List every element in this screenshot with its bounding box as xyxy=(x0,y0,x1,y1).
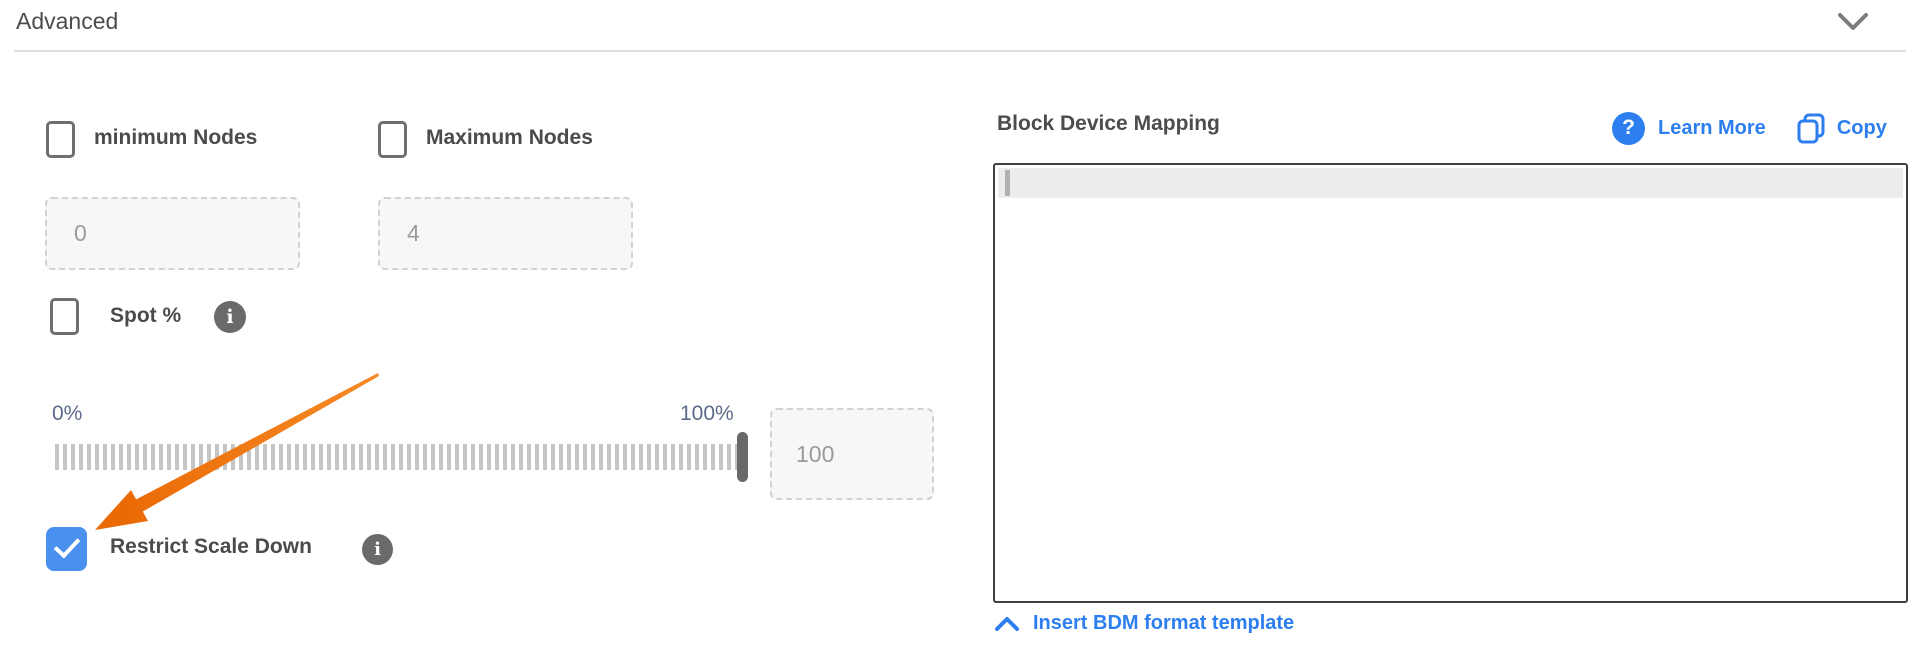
slider-min-label: 0% xyxy=(52,402,83,425)
insert-bdm-template-label: Insert BDM format template xyxy=(1033,612,1295,634)
chevron-up-icon xyxy=(995,616,1019,631)
editor-active-line xyxy=(998,168,1903,198)
spot-percent-label: Spot % xyxy=(110,304,182,327)
spot-percent-value-input[interactable] xyxy=(770,408,934,500)
bdm-editor[interactable] xyxy=(993,163,1908,603)
spot-percent-checkbox[interactable] xyxy=(50,298,79,335)
spot-percent-slider-handle[interactable] xyxy=(737,432,748,482)
slider-max-label: 100% xyxy=(680,402,734,425)
learn-more-link[interactable]: ? Learn More xyxy=(1612,111,1766,145)
minimum-nodes-checkbox[interactable] xyxy=(46,121,75,158)
spot-percent-slider-track[interactable] xyxy=(55,444,751,470)
maximum-nodes-label: Maximum Nodes xyxy=(426,126,593,149)
learn-more-label: Learn More xyxy=(1658,116,1766,139)
chevron-down-icon[interactable] xyxy=(1838,12,1868,32)
restrict-scale-down-label: Restrict Scale Down xyxy=(110,535,312,558)
copy-label: Copy xyxy=(1836,116,1887,139)
maximum-nodes-input[interactable] xyxy=(378,197,633,270)
question-icon: ? xyxy=(1612,111,1645,145)
section-title: Advanced xyxy=(16,8,119,34)
section-divider xyxy=(14,50,1906,52)
minimum-nodes-input[interactable] xyxy=(45,197,300,270)
minimum-nodes-label: minimum Nodes xyxy=(94,126,258,149)
insert-bdm-template-link[interactable]: Insert BDM format template xyxy=(995,612,1294,635)
info-icon[interactable]: i xyxy=(362,534,393,565)
maximum-nodes-checkbox[interactable] xyxy=(378,121,407,158)
bdm-actions: ? Learn More Copy xyxy=(1612,108,1887,148)
editor-text-cursor xyxy=(1005,170,1010,196)
bdm-title: Block Device Mapping xyxy=(997,112,1220,135)
info-icon[interactable]: i xyxy=(214,301,246,333)
restrict-scale-down-checkbox[interactable] xyxy=(46,527,87,571)
copy-button[interactable]: Copy xyxy=(1796,112,1887,145)
copy-icon xyxy=(1797,113,1825,143)
